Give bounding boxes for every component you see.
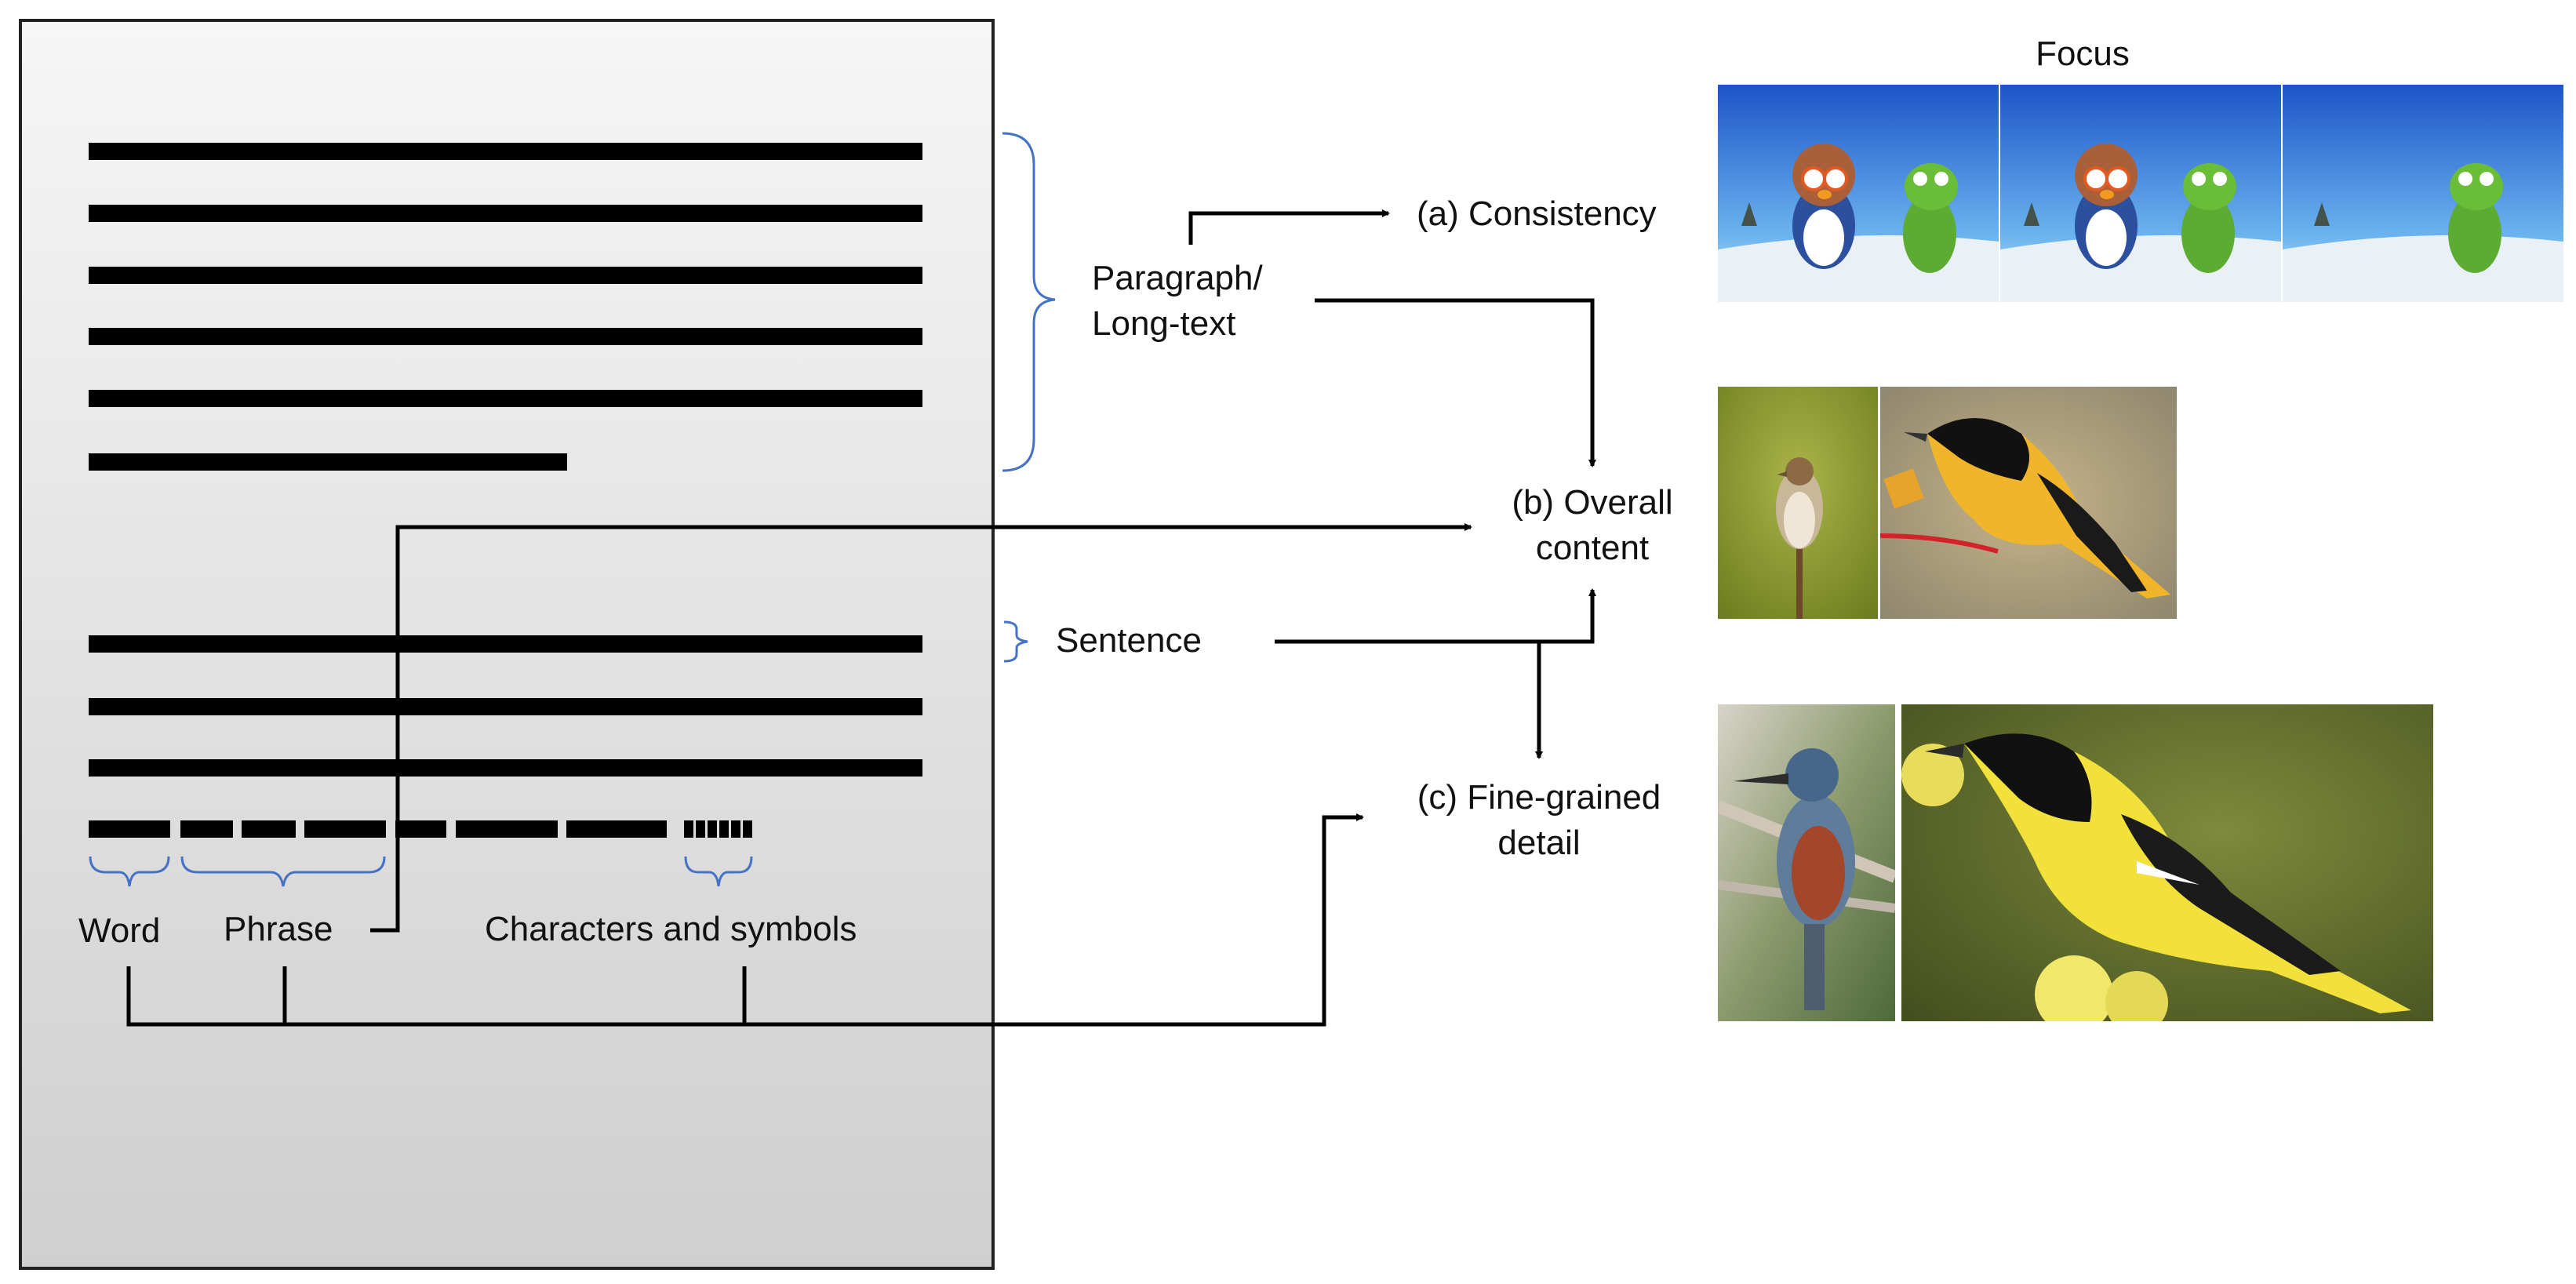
- oriole-closeup-photo: [1901, 704, 2433, 1021]
- word-segment: [395, 820, 446, 838]
- sentence-bar: [89, 698, 922, 715]
- char-segment: [719, 820, 729, 838]
- paragraph-bar: [89, 453, 567, 471]
- fine-grained-label: (c) Fine-grained detail: [1417, 778, 1661, 862]
- phrase-label: Phrase: [224, 910, 333, 948]
- characters-label: Characters and symbols: [485, 910, 857, 948]
- connector-word-phrase-chars: [126, 966, 747, 1027]
- paragraph-bar: [89, 205, 922, 222]
- paragraph-bar: [89, 143, 922, 160]
- sentence-bar: [89, 759, 922, 777]
- overall-label: (b) Overall content: [1512, 483, 1673, 567]
- phrase-segment: [242, 820, 296, 838]
- cartoon-frame-2: [2000, 85, 2281, 302]
- cartoon-frame-1: [1718, 85, 1999, 302]
- sentence-label: Sentence: [1056, 621, 1202, 660]
- char-segment: [708, 820, 717, 838]
- paragraph-bar: [89, 267, 922, 284]
- arrow-paragraph-to-consistency: [1188, 209, 1390, 245]
- oriole-photo: [1880, 387, 2177, 619]
- sparrow-photo: [1718, 387, 1878, 619]
- word-segment: [456, 820, 558, 838]
- arrow-sentence-to-overall: [1275, 588, 1596, 644]
- char-segment: [743, 820, 752, 838]
- arrow-paragraph-to-overall: [1315, 298, 1596, 467]
- paragraph-label: Paragraph/ Long-text: [1092, 259, 1263, 343]
- word-label: Word: [78, 911, 161, 950]
- phrase-segment: [180, 820, 233, 838]
- char-brace: [684, 856, 753, 887]
- char-segment: [684, 820, 693, 838]
- word-segment: [89, 820, 170, 838]
- sentence-bar: [89, 635, 922, 653]
- cartoon-frame-3: [2283, 85, 2563, 302]
- char-segment: [731, 820, 740, 838]
- consistency-label: (a) Consistency: [1417, 195, 1657, 233]
- sentence-brace: [1003, 620, 1028, 663]
- word-brace: [89, 856, 170, 887]
- kingfisher-photo: [1718, 704, 1895, 1021]
- word-segment: [566, 820, 667, 838]
- paragraph-brace: [1002, 132, 1056, 472]
- arrow-words-to-detail: [744, 813, 1364, 1027]
- focus-title: Focus: [2036, 35, 2130, 73]
- phrase-segment: [304, 820, 386, 838]
- char-segment: [696, 820, 705, 838]
- paragraph-bar: [89, 328, 922, 345]
- paragraph-bar: [89, 390, 922, 407]
- phrase-brace: [180, 856, 386, 887]
- arrow-phrase-to-overall: [370, 523, 1472, 933]
